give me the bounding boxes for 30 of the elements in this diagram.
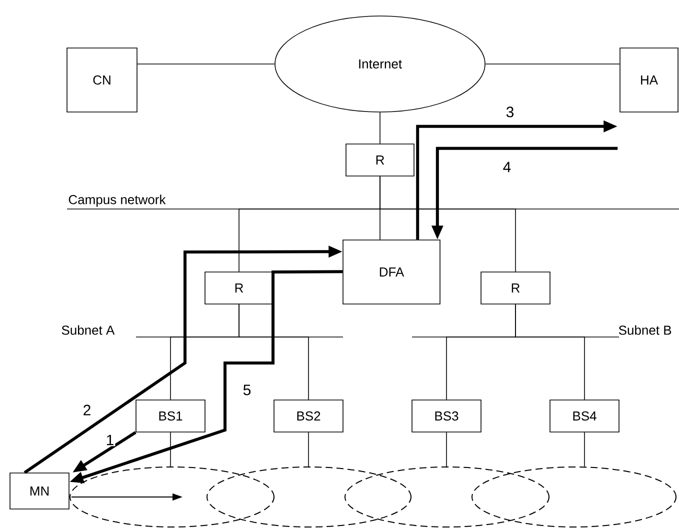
network-box: R <box>480 272 550 304</box>
edge-label: 1 <box>104 434 116 446</box>
edge-label: 3 <box>504 106 516 118</box>
connection-line <box>308 432 309 467</box>
network-box: BS4 <box>550 400 620 432</box>
connection-line <box>170 432 171 467</box>
network-box: BS3 <box>412 400 482 432</box>
coverage-cell <box>70 466 274 528</box>
connection-line <box>380 176 516 272</box>
coverage-cell <box>472 466 676 528</box>
edge-label: 4 <box>502 160 512 174</box>
network-label: Subnet A <box>62 325 115 335</box>
connection-line <box>238 304 309 400</box>
network-box: BS1 <box>136 400 206 432</box>
network-box: R <box>204 272 274 304</box>
network-box: R <box>346 144 414 176</box>
connection-line <box>584 432 585 467</box>
network-box: MN <box>10 472 70 510</box>
edge-label: 2 <box>82 404 92 416</box>
network-label: Campus network <box>68 194 166 207</box>
connection-line <box>446 432 447 467</box>
network-box: CN <box>66 48 138 112</box>
network-box: DFA <box>342 240 440 304</box>
network-label: Subnet B <box>618 325 672 335</box>
edge-label: 5 <box>242 384 252 396</box>
coverage-cell <box>206 466 412 528</box>
coverage-cell <box>344 466 550 528</box>
network-box: HA <box>620 48 678 112</box>
connection-line <box>515 304 585 400</box>
network-box: BS2 <box>274 400 344 432</box>
